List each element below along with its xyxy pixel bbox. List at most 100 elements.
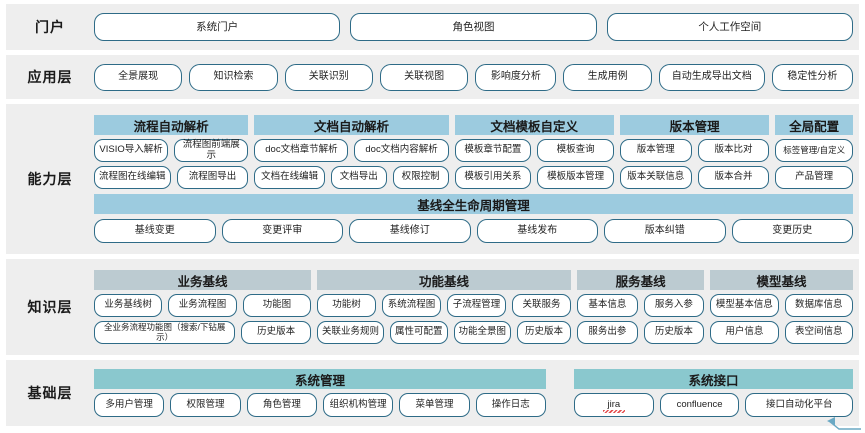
ability-group-global-config-header: 全局配置: [775, 115, 853, 135]
pill-version-correction[interactable]: 版本纠错: [604, 219, 726, 243]
base-group-system-mgmt: 系统管理 多用户管理 权限管理 角色管理 组织机构管理 菜单管理 操作日志: [94, 369, 546, 417]
pill-operation-log[interactable]: 操作日志: [475, 393, 546, 417]
table-row: 服务出参 历史版本: [577, 321, 705, 344]
pill-full-business-flow-function[interactable]: 全业务流程功能图（搜索/下钻展示）: [94, 321, 236, 344]
pill-template-version-mgmt[interactable]: 模板版本管理: [537, 166, 614, 189]
base-group-system-mgmt-header: 系统管理: [94, 369, 546, 389]
pill-business-history-version[interactable]: 历史版本: [241, 321, 311, 344]
pill-jira[interactable]: jira: [574, 393, 654, 417]
pill-function-history-version[interactable]: 历史版本: [517, 321, 572, 344]
app-item-relation-recognition[interactable]: 关联识别: [284, 63, 373, 91]
app-item-auto-export-doc[interactable]: 自动生成导出文档: [658, 63, 765, 91]
pill-baseline-release[interactable]: 基线发布: [476, 219, 598, 243]
pill-version-merge[interactable]: 版本合并: [697, 166, 770, 189]
portal-items-row: 系统门户 角色视图 个人工作空间: [94, 13, 853, 41]
pill-change-review[interactable]: 变更评审: [221, 219, 343, 243]
table-row: 业务基线树 业务流程图 功能图: [94, 294, 311, 317]
knowledge-groups-row: 业务基线 业务基线树 业务流程图 功能图 全业务流程功能图（搜索/下钻展示） 历…: [94, 270, 853, 344]
table-row: 用户信息 表空间信息: [710, 321, 853, 344]
pill-database-info[interactable]: 数据库信息: [784, 294, 853, 317]
portal-item-system[interactable]: 系统门户: [94, 13, 341, 41]
portal-item-workspace[interactable]: 个人工作空间: [606, 13, 853, 41]
pill-permission-control[interactable]: 权限控制: [392, 166, 449, 189]
layer-ability: 能力层 流程自动解析 VISIO导入解析 流程图前端展示 流程图在线编辑 流程图…: [6, 104, 859, 254]
pill-service-output-param[interactable]: 服务出参: [577, 321, 638, 344]
pill-function-diagram[interactable]: 功能图: [242, 294, 311, 317]
layer-base: 基础层 系统管理 多用户管理 权限管理 角色管理 组织机构管理 菜单管理 操作日…: [6, 360, 859, 426]
ability-group-process-parse-header: 流程自动解析: [94, 115, 249, 135]
pill-service-input-param[interactable]: 服务入参: [643, 294, 705, 317]
pill-template-reference[interactable]: 模板引用关系: [454, 166, 532, 189]
table-row: 版本管理 版本比对: [619, 139, 770, 162]
pill-baseline-change[interactable]: 基线变更: [94, 219, 216, 243]
pill-doc-export[interactable]: 文档导出: [330, 166, 387, 189]
pill-system-flowchart[interactable]: 系统流程图: [382, 294, 442, 317]
pill-product-mgmt[interactable]: 产品管理: [775, 166, 853, 189]
portal-item-role-view[interactable]: 角色视图: [350, 13, 597, 41]
pill-related-business-rule[interactable]: 关联业务规则: [317, 321, 385, 344]
layer-portal: 门户 系统门户 角色视图 个人工作空间: [6, 4, 859, 50]
pill-org-structure-mgmt[interactable]: 组织机构管理: [322, 393, 394, 417]
pill-business-baseline-tree[interactable]: 业务基线树: [94, 294, 163, 317]
pill-function-tree[interactable]: 功能树: [317, 294, 377, 317]
ability-group-global-config: 全局配置 标签管理/自定义 产品管理: [775, 115, 853, 189]
table-row: 模板引用关系 模板版本管理: [454, 166, 614, 189]
pill-flowchart-export[interactable]: 流程图导出: [176, 166, 249, 189]
table-row: VISIO导入解析 流程图前端展示: [94, 139, 249, 162]
base-groups-row: 系统管理 多用户管理 权限管理 角色管理 组织机构管理 菜单管理 操作日志 系统…: [94, 369, 853, 417]
pill-multi-user-mgmt[interactable]: 多用户管理: [94, 393, 165, 417]
pill-change-history[interactable]: 变更历史: [731, 219, 853, 243]
table-row: 基本信息 服务入参: [577, 294, 705, 317]
table-row: 文档在线编辑 文档导出 权限控制: [254, 166, 449, 189]
layer-knowledge-label: 知识层: [27, 299, 73, 315]
app-item-generate-case[interactable]: 生成用例: [563, 63, 652, 91]
ability-groups-row: 流程自动解析 VISIO导入解析 流程图前端展示 流程图在线编辑 流程图导出 文…: [94, 115, 853, 189]
pill-interface-automation-platform[interactable]: 接口自动化平台: [745, 393, 853, 417]
pill-confluence[interactable]: confluence: [659, 393, 740, 417]
ability-group-doc-parse: 文档自动解析 doc文档章节解析 doc文档内容解析 文档在线编辑 文档导出 权…: [254, 115, 449, 189]
layer-application: 应用层 全景展现 知识检索 关联识别 关联视图 影响度分析 生成用例 自动生成导…: [6, 55, 859, 99]
table-row: 产品管理: [775, 166, 853, 189]
pill-flowchart-frontend-display[interactable]: 流程图前端展示: [174, 139, 249, 162]
app-item-impact-analysis[interactable]: 影响度分析: [475, 63, 557, 91]
pill-doc-online-edit[interactable]: 文档在线编辑: [254, 166, 325, 189]
pill-model-basic-info[interactable]: 模型基本信息: [710, 294, 779, 317]
pill-menu-mgmt[interactable]: 菜单管理: [399, 393, 470, 417]
table-row: 全业务流程功能图（搜索/下钻展示） 历史版本: [94, 321, 311, 344]
pill-related-service[interactable]: 关联服务: [512, 294, 572, 317]
pill-role-mgmt[interactable]: 角色管理: [246, 393, 317, 417]
pill-flowchart-online-edit[interactable]: 流程图在线编辑: [94, 166, 171, 189]
app-item-panorama[interactable]: 全景展现: [94, 63, 183, 91]
pill-template-query[interactable]: 模板查询: [537, 139, 614, 162]
pill-attribute-configurable[interactable]: 属性可配置: [390, 321, 448, 344]
pill-version-compare[interactable]: 版本比对: [697, 139, 770, 162]
pill-subprocess-mgmt[interactable]: 子流程管理: [447, 294, 507, 317]
app-item-knowledge-search[interactable]: 知识检索: [189, 63, 278, 91]
pill-baseline-revision[interactable]: 基线修订: [349, 219, 471, 243]
app-item-relation-view[interactable]: 关联视图: [379, 63, 469, 91]
pill-service-basic-info[interactable]: 基本信息: [577, 294, 638, 317]
pill-visio-import-parse[interactable]: VISIO导入解析: [94, 139, 169, 162]
pill-service-history-version[interactable]: 历史版本: [643, 321, 705, 344]
app-item-stability-analysis[interactable]: 稳定性分析: [771, 63, 854, 91]
base-group-system-interface: 系统接口 jira confluence 接口自动化平台: [574, 369, 853, 417]
pill-function-panorama[interactable]: 功能全景图: [453, 321, 512, 344]
pill-business-flowchart[interactable]: 业务流程图: [168, 294, 237, 317]
pill-version-relation-info[interactable]: 版本关联信息: [619, 166, 692, 189]
pill-version-mgmt[interactable]: 版本管理: [619, 139, 692, 162]
pill-tablespace-info[interactable]: 表空间信息: [784, 321, 853, 344]
pill-doc-content-parse[interactable]: doc文档内容解析: [354, 139, 449, 162]
pill-template-chapter-config[interactable]: 模板章节配置: [454, 139, 532, 162]
layer-base-label: 基础层: [27, 385, 73, 401]
table-row: 版本关联信息 版本合并: [619, 166, 770, 189]
pill-user-info[interactable]: 用户信息: [710, 321, 779, 344]
layer-application-label: 应用层: [27, 69, 73, 85]
pill-doc-chapter-parse[interactable]: doc文档章节解析: [254, 139, 349, 162]
ability-group-version-mgmt: 版本管理 版本管理 版本比对 版本关联信息 版本合并: [619, 115, 770, 189]
knowledge-group-model-baseline-header: 模型基线: [710, 270, 853, 290]
layer-portal-label: 门户: [35, 19, 65, 35]
table-row: 关联业务规则 属性可配置 功能全景图 历史版本: [317, 321, 572, 344]
pill-tag-mgmt-custom[interactable]: 标签管理/自定义: [775, 139, 853, 162]
pill-permission-mgmt[interactable]: 权限管理: [170, 393, 241, 417]
